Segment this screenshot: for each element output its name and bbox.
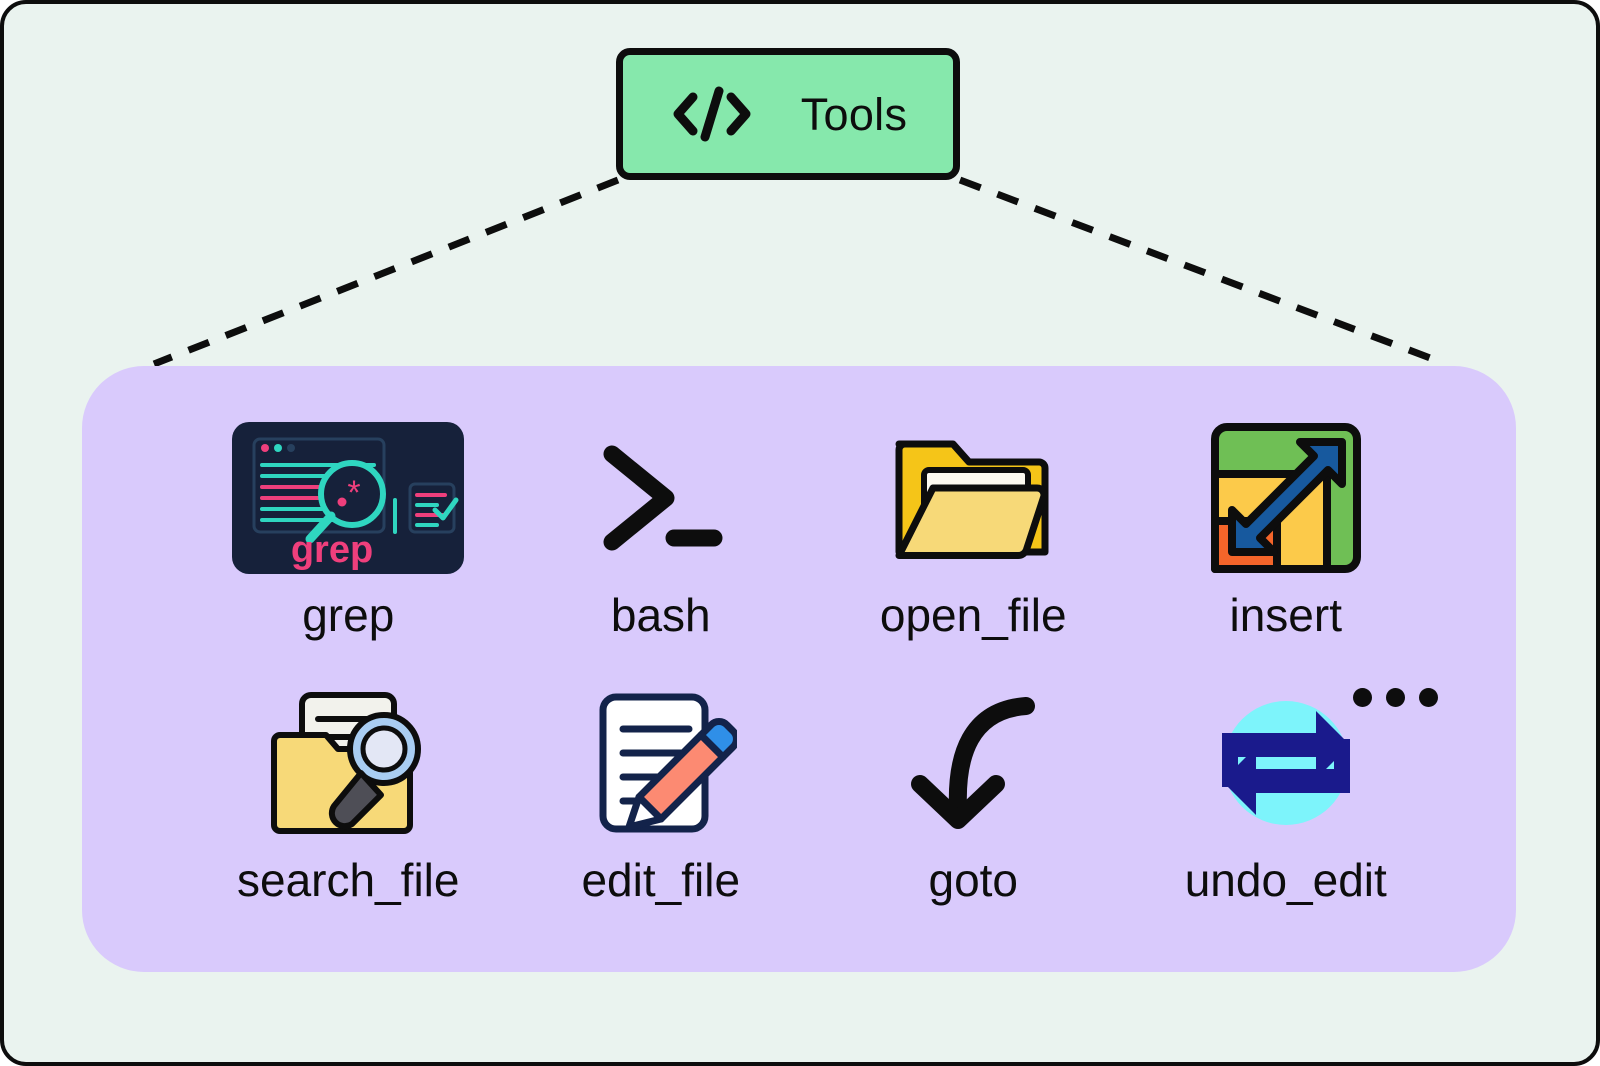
tool-item-insert[interactable]: insert bbox=[1130, 418, 1443, 683]
tool-label: search_file bbox=[237, 854, 460, 906]
tool-label: edit_file bbox=[581, 854, 741, 906]
document-pencil-icon bbox=[599, 693, 737, 833]
tool-icon-wrap bbox=[1210, 418, 1362, 578]
tool-label: bash bbox=[610, 589, 711, 641]
repeat-loop-icon bbox=[1221, 701, 1350, 825]
tool-item-grep[interactable]: * grep gr bbox=[192, 418, 505, 683]
ellipsis-dot bbox=[1386, 688, 1405, 707]
tool-item-open-file[interactable]: open_file bbox=[817, 418, 1130, 683]
tool-label: undo_edit bbox=[1184, 854, 1387, 906]
tool-icon-wrap: * grep bbox=[232, 418, 465, 578]
tool-icon-wrap bbox=[268, 683, 428, 843]
code-brackets-icon bbox=[673, 86, 751, 142]
tool-icon-wrap bbox=[891, 418, 1055, 578]
curved-down-arrow-icon bbox=[911, 697, 1036, 829]
folder-document-magnifier-icon bbox=[271, 692, 422, 834]
tool-icon-wrap bbox=[898, 683, 1048, 843]
resize-arrow-chart-icon bbox=[1210, 423, 1361, 573]
tool-item-goto[interactable]: goto bbox=[817, 683, 1130, 948]
open-folder-icon bbox=[895, 440, 1049, 560]
connector-line-right bbox=[958, 176, 1448, 368]
tool-label: goto bbox=[928, 854, 1019, 906]
tool-item-edit-file[interactable]: edit_file bbox=[505, 683, 818, 948]
grep-terminal-search-icon: * grep bbox=[232, 422, 465, 574]
tool-item-search-file[interactable]: search_file bbox=[192, 683, 505, 948]
tool-label: grep bbox=[302, 589, 395, 641]
tool-icon-wrap bbox=[585, 683, 737, 843]
terminal-prompt-icon bbox=[603, 445, 723, 551]
ellipsis-dot bbox=[1419, 688, 1438, 707]
tools-node-label: Tools bbox=[800, 88, 908, 140]
more-tools-ellipsis[interactable] bbox=[1353, 688, 1438, 707]
tools-panel: * grep gr bbox=[82, 366, 1516, 972]
tool-label: open_file bbox=[879, 589, 1067, 641]
tool-grid: * grep gr bbox=[192, 418, 1442, 948]
svg-text:grep: grep bbox=[291, 529, 373, 571]
tools-node[interactable]: Tools bbox=[616, 48, 960, 180]
tool-item-undo-edit[interactable]: undo_edit bbox=[1130, 683, 1443, 948]
svg-text:*: * bbox=[348, 474, 361, 512]
tool-icon-wrap bbox=[1210, 683, 1362, 843]
tool-icon-wrap bbox=[596, 418, 726, 578]
connector-line-left bbox=[152, 176, 620, 368]
tool-item-bash[interactable]: bash bbox=[505, 418, 818, 683]
ellipsis-dot bbox=[1353, 688, 1372, 707]
tool-label: insert bbox=[1229, 589, 1342, 641]
